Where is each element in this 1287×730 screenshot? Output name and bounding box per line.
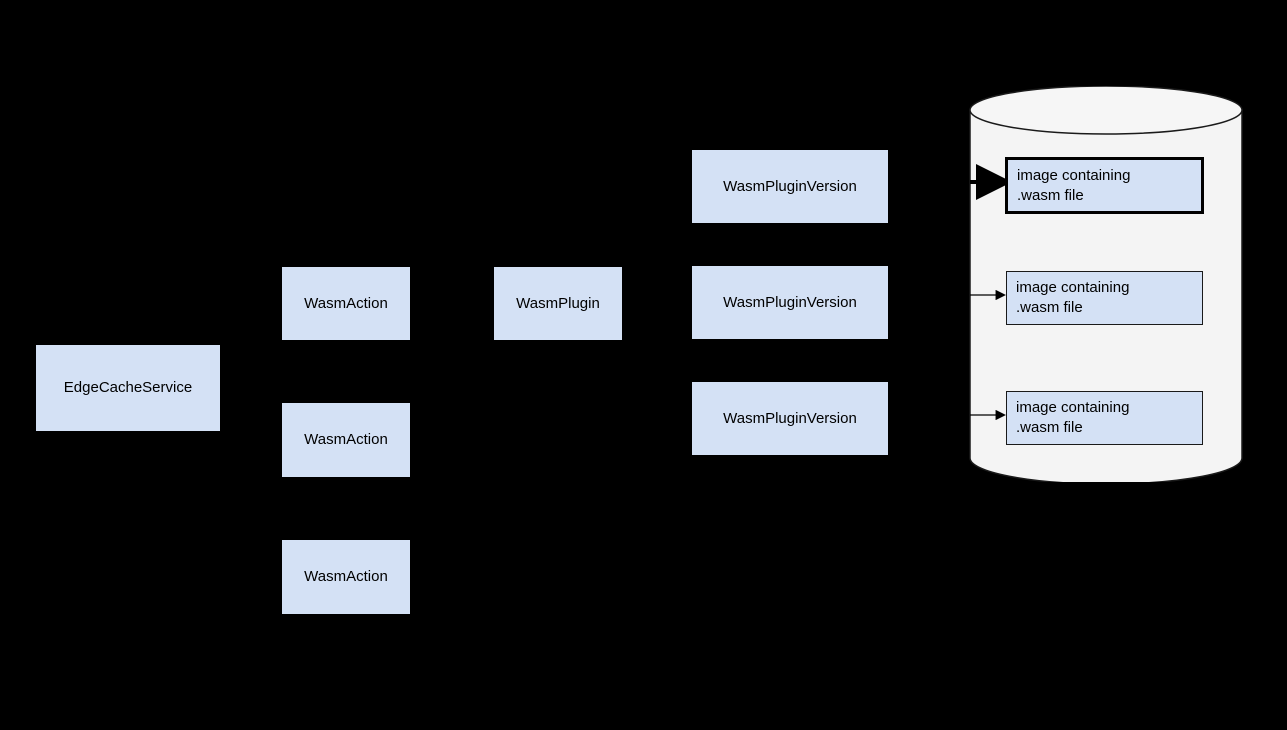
node-label: WasmPluginVersion	[723, 293, 857, 311]
node-label: WasmAction	[304, 568, 388, 585]
node-label: WasmPluginVersion	[723, 409, 857, 427]
node-label: WasmAction	[304, 294, 388, 312]
node-registry-image-2[interactable]: image containing .wasm file	[1006, 271, 1203, 325]
node-wasm-action-1[interactable]: WasmAction	[282, 267, 410, 340]
node-wasm-plugin-version-3[interactable]: WasmPluginVersion	[692, 382, 888, 455]
node-wasm-plugin[interactable]: WasmPlugin	[494, 267, 622, 340]
node-wasm-action-3[interactable]: WasmAction	[282, 540, 410, 614]
node-wasm-plugin-version-1[interactable]: WasmPluginVersion	[692, 150, 888, 223]
node-registry-image-1[interactable]: image containing .wasm file	[1005, 157, 1204, 214]
node-label: image containing .wasm file	[1017, 166, 1131, 204]
node-label: image containing .wasm file	[1016, 399, 1130, 436]
node-label: WasmPlugin	[516, 294, 600, 312]
arrow-registry-to-image-2	[968, 286, 1014, 304]
node-label: image containing .wasm file	[1016, 279, 1130, 316]
node-label: EdgeCacheService	[63, 379, 193, 396]
node-label: WasmAction	[304, 431, 388, 448]
node-wasm-plugin-version-2[interactable]: WasmPluginVersion	[692, 266, 888, 339]
node-edge-cache-service[interactable]: EdgeCacheService	[36, 345, 220, 431]
node-wasm-action-2[interactable]: WasmAction	[282, 403, 410, 477]
arrow-registry-to-image-3	[968, 406, 1014, 424]
node-label: WasmPluginVersion	[723, 177, 857, 195]
node-registry-image-3[interactable]: image containing .wasm file	[1006, 391, 1203, 445]
arrow-registry-to-image-1	[968, 164, 1014, 200]
